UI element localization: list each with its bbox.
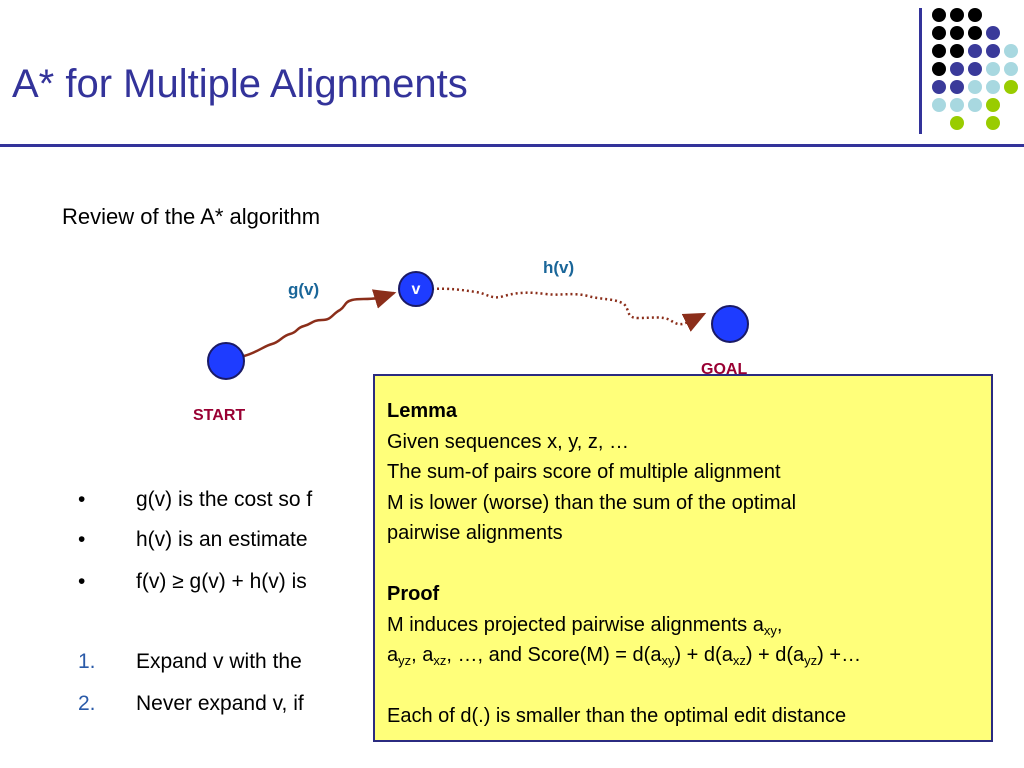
dot — [950, 116, 964, 130]
proof-text: ) +… — [817, 644, 862, 666]
dot — [986, 80, 1000, 94]
lemma-line: The sum-of pairs score of multiple align… — [387, 461, 781, 483]
subscript: xz — [433, 653, 447, 668]
v-node-label: v — [411, 281, 421, 298]
dot — [950, 44, 964, 58]
lemma-line: Given sequences x, y, z, … — [387, 430, 629, 453]
lemma-box: Lemma Given sequences x, y, z, … The sum… — [373, 374, 993, 742]
dot — [932, 8, 946, 22]
proof-text: ) + d(a — [674, 644, 733, 666]
dot — [950, 8, 964, 22]
numbered-item: 1. Expand v with the — [78, 650, 302, 674]
subscript: xy — [661, 653, 675, 668]
proof-text: a — [387, 644, 399, 666]
bullet-item: • h(v) is an estimate — [78, 528, 308, 552]
proof-line: ayz, axz, …, and Score(M) = d(axy) + d(a… — [387, 640, 981, 671]
subscript: yz — [398, 653, 412, 668]
proof-text: , — [776, 613, 783, 636]
bullet-text: h(v) is an estimate — [136, 528, 308, 551]
proof-text: M induces projected pairwise alignments … — [387, 613, 764, 636]
proof-text: , a — [411, 644, 434, 666]
numbered-item: 2. Never expand v, if — [78, 692, 304, 716]
dot — [932, 26, 946, 40]
goal-node — [711, 305, 749, 343]
subscript: xz — [732, 653, 746, 668]
lemma-line: M is lower (worse) than the sum of the o… — [387, 491, 797, 514]
bullet-marker: • — [78, 570, 86, 593]
g-label: g(v) — [288, 280, 320, 299]
dot — [968, 26, 982, 40]
proof-line: M induces projected pairwise alignments … — [387, 610, 981, 641]
title-underline — [0, 144, 1024, 147]
dot — [968, 98, 982, 112]
slide-subtitle: Review of the A* algorithm — [62, 204, 321, 229]
start-label: START — [193, 407, 246, 424]
bullet-marker: • — [78, 488, 86, 511]
dot — [986, 62, 1000, 76]
h-path-arrow — [431, 287, 707, 332]
dot — [1004, 62, 1018, 76]
dot — [932, 98, 946, 112]
dot — [950, 80, 964, 94]
decorative-dot-grid — [926, 4, 1022, 140]
dot — [950, 26, 964, 40]
dot — [932, 44, 946, 58]
lemma-heading: Lemma — [387, 400, 458, 422]
item-number: 2. — [78, 692, 96, 715]
dot — [986, 44, 1000, 58]
numbered-text: Never expand v, if — [136, 692, 304, 715]
dot — [968, 44, 982, 58]
dot — [1004, 80, 1018, 94]
dot — [986, 116, 1000, 130]
goal-label: GOAL — [701, 361, 748, 378]
numbered-text: Expand v with the — [136, 650, 302, 673]
dot — [1004, 44, 1018, 58]
bullet-item: • g(v) is the cost so f — [78, 488, 312, 512]
dot — [950, 98, 964, 112]
subscript: yz — [804, 653, 818, 668]
dot — [968, 62, 982, 76]
decorative-vertical-rule — [919, 8, 922, 134]
dot — [968, 8, 982, 22]
bullet-text: g(v) is the cost so f — [136, 488, 313, 511]
item-number: 1. — [78, 650, 96, 673]
bullet-text: f(v) ≥ g(v) + h(v) is — [136, 570, 307, 593]
h-label: h(v) — [543, 258, 575, 277]
proof-line: Each of d(.) is smaller than the optimal… — [387, 705, 847, 727]
proof-text: ) + d(a — [745, 644, 805, 666]
dot — [950, 62, 964, 76]
proof-heading: Proof — [387, 583, 440, 605]
v-node — [398, 271, 434, 307]
dot — [986, 26, 1000, 40]
dot — [968, 80, 982, 94]
g-path-arrow — [243, 289, 397, 358]
bullet-marker: • — [78, 528, 86, 551]
start-node — [207, 342, 245, 380]
lemma-line: pairwise alignments — [387, 522, 563, 544]
dot — [932, 62, 946, 76]
bullet-item: • f(v) ≥ g(v) + h(v) is — [78, 570, 307, 594]
slide-title: A* for Multiple Alignments — [12, 62, 468, 106]
dot — [932, 80, 946, 94]
proof-text: , …, and Score(M) = d(a — [446, 644, 662, 666]
subscript: xy — [763, 622, 777, 638]
dot — [986, 98, 1000, 112]
